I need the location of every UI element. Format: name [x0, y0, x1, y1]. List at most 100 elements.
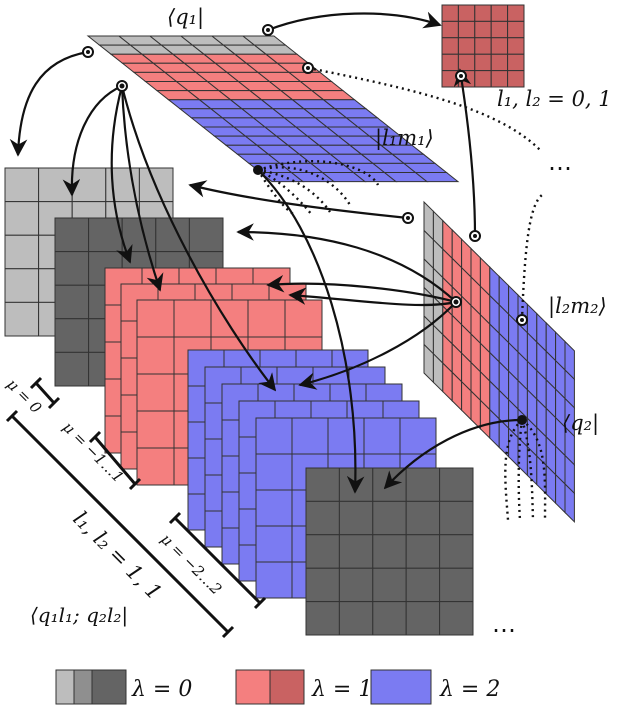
stack-cell: [255, 453, 293, 491]
stack-cell: [136, 447, 175, 486]
small-block-cell: [441, 53, 459, 72]
legend-item-lambda-1: λ = 1: [235, 669, 372, 705]
stack-cell: [54, 318, 90, 353]
stack-cell: [255, 561, 293, 599]
stack-cell: [54, 284, 90, 320]
small-block-cell: [490, 70, 509, 88]
stack-cell: [439, 567, 474, 603]
arrow-to-small-block: [267, 11, 442, 32]
small-block-cell: [457, 37, 476, 55]
label-dots-right: ⋯: [548, 154, 572, 182]
stack-cell: [305, 500, 340, 536]
small-block-cell: [507, 70, 525, 88]
arrow-redband-to-small: [453, 68, 477, 237]
stack-cell: [338, 534, 374, 569]
sheet-cell: [564, 482, 575, 523]
arrow-topsheet-to-gray: [9, 50, 89, 157]
small-block-cell: [474, 4, 492, 22]
stack-cell: [405, 500, 441, 536]
small-block-cell: [457, 53, 476, 72]
arrow-red-2: [110, 85, 133, 264]
stack-cell: [372, 567, 407, 603]
small-block-cell: [474, 37, 492, 55]
stack-cell: [247, 299, 286, 338]
arrow-mid-1: [236, 223, 457, 303]
stack-cell: [4, 167, 40, 203]
arrow-red-1: [62, 84, 123, 197]
arrow-red-4: [120, 85, 277, 392]
stack-cell: [405, 601, 441, 636]
stack-cell: [439, 467, 474, 502]
stack-cell: [284, 299, 323, 338]
stack-cell: [136, 299, 175, 338]
small-block-cell: [490, 20, 509, 39]
stack-cell: [54, 251, 90, 286]
stack-cell: [4, 301, 40, 337]
stack-cell: [372, 500, 407, 536]
legend-item-lambda-0: λ = 0: [55, 669, 192, 705]
label-bra-q1: ⟨q₁|: [167, 5, 204, 30]
label-bra-q2: ⟨q₂|: [562, 411, 599, 436]
stack-cell: [363, 417, 401, 455]
small-block-cell: [507, 4, 525, 22]
stack-cell: [291, 417, 329, 455]
legend-item-lambda-2: λ = 2: [370, 669, 500, 705]
small-block-cell: [507, 37, 525, 55]
stack-cell: [338, 500, 374, 536]
stack-cell: [4, 201, 40, 236]
stack-cell: [439, 500, 474, 536]
small-block-cell: [457, 20, 476, 39]
small-block-cell: [457, 4, 476, 22]
stack-cell: [338, 567, 374, 603]
small-block-cell: [507, 53, 525, 72]
stack-cell: [136, 336, 175, 375]
bra-q1-sheet: [86, 35, 460, 183]
scale-bars: [5, 376, 267, 639]
stack-cell: [405, 467, 441, 502]
legend-label-lambda-1: λ = 1: [311, 677, 372, 702]
stack-cell: [305, 534, 340, 569]
label-ket-l2m2: |l₂m₂⟩: [548, 294, 607, 319]
stack-cell: [54, 351, 90, 387]
stack-cell: [405, 567, 441, 603]
small-block-cell: [474, 70, 492, 88]
arrow-mid-2: [266, 274, 457, 304]
stack-cell: [136, 373, 175, 412]
small-block-cell: [474, 53, 492, 72]
small-block-cell: [441, 20, 459, 39]
connector-nodes: [82, 24, 528, 425]
stack-cell: [255, 489, 293, 527]
stack-cell: [173, 299, 212, 338]
stack-cell: [188, 217, 224, 253]
stack-cell: [255, 417, 293, 455]
stack-cell: [4, 268, 40, 303]
stack-cell: [4, 234, 40, 270]
legend-label-lambda-2: λ = 2: [439, 677, 500, 702]
small-block-cell: [441, 4, 459, 22]
small-block-cell: [490, 53, 509, 72]
stack-cell: [54, 217, 90, 253]
matrix-stack: [4, 167, 474, 636]
arrow-red-3: [120, 85, 164, 292]
stack-cell: [372, 534, 407, 569]
stack-cell: [38, 167, 73, 203]
small-red-matrix: [441, 4, 525, 88]
bra-q2-sheet: [423, 200, 575, 523]
stack-cell: [327, 417, 365, 455]
label-braket-combo: ⟨q₁l₁; q₂l₂|: [30, 603, 128, 628]
stack-cell: [136, 410, 175, 449]
small-block-cell: [507, 20, 525, 39]
arrow-blue-to-dark: [257, 169, 365, 494]
stack-cell: [305, 601, 340, 636]
stack-cell: [439, 601, 474, 636]
stack-cell: [255, 525, 293, 563]
label-ket-l1m1: |l₁m₁⟩: [375, 126, 434, 151]
stack-cell: [372, 601, 407, 636]
small-block-cell: [474, 20, 492, 39]
connector-arrows: [9, 11, 547, 521]
stack-cell: [305, 467, 340, 502]
arrow-mid-4: [298, 301, 457, 390]
arrow-right-to-gray: [188, 180, 409, 220]
sheet-cell: [414, 172, 460, 183]
